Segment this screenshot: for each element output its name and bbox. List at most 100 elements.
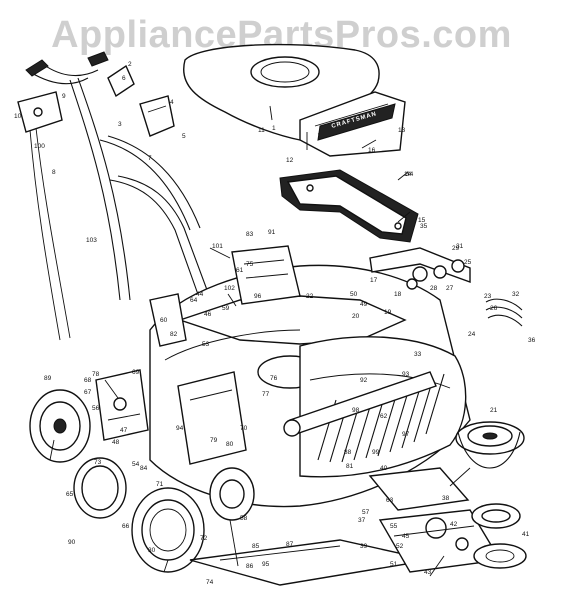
part-label: 84 (140, 465, 148, 472)
part-label: 75 (246, 261, 254, 268)
part-label: 67 (84, 389, 92, 396)
part-label: 66 (122, 523, 130, 530)
part-label: 73 (94, 459, 102, 466)
part-label: 23 (484, 293, 492, 300)
part-label: 55 (390, 523, 398, 530)
part-label: 103 (86, 237, 97, 244)
part-label: 74 (206, 579, 214, 586)
handle-assembly (25, 51, 211, 301)
part-label: 19 (384, 309, 392, 316)
part-label: 22 (306, 293, 314, 300)
part-label: 89 (44, 375, 52, 382)
part-label: 57 (362, 509, 370, 516)
engine-mount-plate (231, 245, 301, 305)
part-label: 40 (380, 465, 388, 472)
part-label: 56 (92, 405, 100, 412)
part-label: 61 (236, 267, 244, 274)
part-label: 79 (210, 437, 218, 444)
part-label: 21 (490, 407, 498, 414)
part-label: 31 (456, 243, 464, 250)
part-label: 35 (420, 223, 428, 230)
part-label: 36 (528, 337, 536, 344)
part-label: 24 (468, 331, 476, 338)
part-label: 70 (240, 425, 248, 432)
part-callouts: 1 2 3 4 5 6 7 8 9 10 11 12 13 14 15 16 1… (14, 61, 536, 586)
part-label: 6 (122, 75, 126, 82)
part-label: 41 (522, 531, 530, 538)
part-label: 18 (394, 291, 402, 298)
part-label: 88 (344, 449, 352, 456)
part-label: 17 (370, 277, 378, 284)
drive-pulley (455, 421, 525, 455)
part-label: 99 (372, 449, 380, 456)
part-label: 91 (268, 229, 276, 236)
part-label: 38 (442, 495, 450, 502)
part-label: 85 (252, 543, 260, 550)
part-label: 69 (132, 369, 140, 376)
wheel-gear (209, 467, 255, 521)
part-label: 43 (424, 569, 432, 576)
part-label: 26 (490, 305, 498, 312)
part-label: 51 (390, 561, 398, 568)
part-label: 29 (452, 245, 460, 252)
part-label: 30 (148, 547, 156, 554)
drive-belt (457, 431, 521, 469)
part-label: 82 (170, 331, 178, 338)
axle-shaft-assembly (369, 247, 471, 290)
part-label: 44 (196, 291, 204, 298)
part-label: 48 (112, 439, 120, 446)
part-label: 11 (258, 127, 265, 134)
part-label: 16 (368, 147, 376, 154)
part-label: 20 (352, 313, 360, 320)
part-label: 77 (262, 391, 270, 398)
upper-left-bracket (149, 293, 187, 347)
part-label: 96 (254, 293, 262, 300)
finned-rear-housing (299, 336, 467, 478)
part-label: 78 (92, 371, 100, 378)
part-label: 59 (222, 305, 230, 312)
part-label: 4 (170, 99, 174, 106)
part-label: 37 (358, 517, 366, 524)
part-label: 90 (68, 539, 76, 546)
part-label: 71 (156, 481, 164, 488)
part-label: 76 (270, 375, 278, 382)
grip-clip (107, 64, 135, 98)
part-label: 100 (34, 143, 45, 150)
part-label: 32 (512, 291, 520, 298)
part-label: 49 (360, 301, 368, 308)
part-label: 46 (204, 311, 212, 318)
part-label: 64 (190, 297, 198, 304)
part-label: 33 (414, 351, 422, 358)
part-label: 102 (224, 285, 235, 292)
drive-roller (283, 371, 437, 437)
part-label: 52 (396, 543, 404, 550)
part-label: 9 (62, 93, 66, 100)
part-label: 97 (402, 431, 410, 438)
part-label: 39 (360, 543, 368, 550)
part-label: 42 (450, 521, 458, 528)
hubcap-ring (73, 457, 127, 519)
part-label: 45 (402, 533, 410, 540)
part-label: 87 (286, 541, 294, 548)
front-wheel (131, 487, 205, 573)
part-label: 3 (118, 121, 122, 128)
part-label: 68 (84, 377, 92, 384)
throttle-control (17, 91, 71, 341)
part-label: 93 (402, 371, 410, 378)
part-label: 98 (352, 407, 360, 414)
handle-bracket (139, 95, 175, 137)
part-label: 63 (386, 497, 394, 504)
top-cover (183, 43, 406, 157)
part-label: 54 (132, 461, 140, 468)
part-label: 94 (176, 425, 184, 432)
part-label: 10 (14, 113, 22, 120)
part-label: 53 (202, 341, 210, 348)
part-label: 60 (160, 317, 168, 324)
part-label: 27 (446, 285, 454, 292)
handle-bracket-plate (279, 169, 419, 243)
part-label: 15 (418, 217, 426, 224)
part-label: 34 (406, 171, 414, 178)
part-label: 58 (240, 515, 248, 522)
part-label: 5 (182, 133, 186, 140)
